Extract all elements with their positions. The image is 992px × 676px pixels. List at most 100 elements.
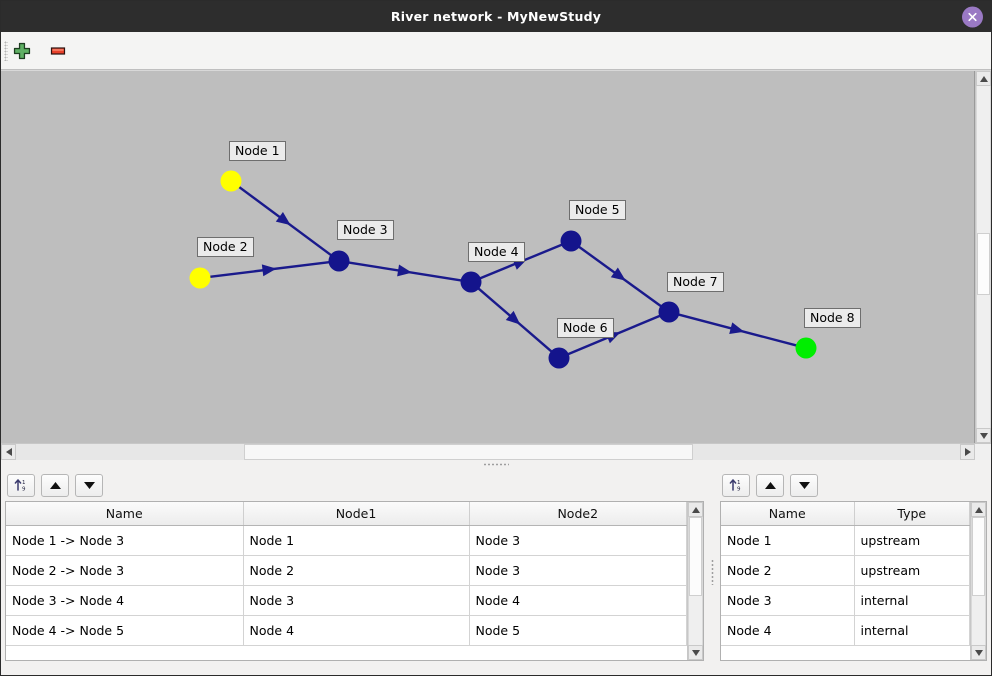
canvas-horizontal-scrollbar[interactable] xyxy=(1,443,991,460)
svg-text:1: 1 xyxy=(22,480,26,486)
svg-text:9: 9 xyxy=(737,487,741,493)
table-cell[interactable]: Node 1 -> Node 3 xyxy=(6,525,244,556)
vertical-splitter[interactable] xyxy=(708,469,716,675)
reaches-scroll-down-icon[interactable] xyxy=(688,645,703,660)
add-plus-icon[interactable] xyxy=(11,40,33,62)
table-cell[interactable]: upstream xyxy=(854,525,970,556)
close-icon[interactable] xyxy=(962,6,983,27)
node-label[interactable]: Node 7 xyxy=(667,272,724,292)
table-cell[interactable]: Node 2 -> Node 3 xyxy=(6,555,244,586)
table-cell[interactable]: Node 4 xyxy=(469,585,687,616)
reaches-column-header[interactable]: Name xyxy=(6,502,244,526)
sort-ascending-icon[interactable]: 1 9 xyxy=(7,473,35,497)
table-cell[interactable]: Node 1 xyxy=(721,525,855,556)
move-down-icon[interactable] xyxy=(75,473,103,497)
move-up-icon[interactable] xyxy=(41,473,69,497)
canvas-vscroll-track[interactable] xyxy=(976,86,991,428)
nodes-scroll-down-icon[interactable] xyxy=(971,645,986,660)
reaches-scroll-up-icon[interactable] xyxy=(688,502,703,517)
horizontal-splitter[interactable] xyxy=(1,460,991,469)
reaches-column-header[interactable]: Node2 xyxy=(469,502,687,526)
nodes-sort-ascending-icon[interactable]: 1 9 xyxy=(722,473,750,497)
node-label[interactable]: Node 6 xyxy=(557,318,614,338)
network-diagram-canvas[interactable]: Node 1 Node 2 Node 3 Node 4 Node 5 Node 6 Node… xyxy=(1,71,975,443)
edge-direction-arrow-icon xyxy=(610,267,626,281)
node-label[interactable]: Node 2 xyxy=(197,237,254,257)
table-cell[interactable]: internal xyxy=(854,585,970,616)
nodes-panel-footer xyxy=(716,661,991,675)
nodes-column-header[interactable]: Name xyxy=(721,502,855,526)
edge-direction-arrow-icon xyxy=(261,264,277,277)
node-label[interactable]: Node 3 xyxy=(337,220,394,240)
scroll-left-icon[interactable] xyxy=(1,444,16,460)
scroll-up-icon[interactable] xyxy=(976,71,991,86)
reaches-vscroll-thumb[interactable] xyxy=(689,517,702,597)
canvas-vertical-scrollbar[interactable] xyxy=(975,71,991,443)
reaches-vscroll-track[interactable] xyxy=(688,517,703,645)
nodes-vertical-scrollbar[interactable] xyxy=(970,502,986,660)
scroll-down-icon[interactable] xyxy=(976,428,991,443)
window-titlebar: River network - MyNewStudy xyxy=(1,1,991,32)
table-cell[interactable]: Node 4 xyxy=(243,615,470,646)
network-node[interactable] xyxy=(560,230,582,252)
scroll-right-icon[interactable] xyxy=(960,444,975,460)
table-cell[interactable]: Node 1 xyxy=(243,525,470,556)
node-label[interactable]: Node 4 xyxy=(468,242,525,262)
nodes-move-up-icon[interactable] xyxy=(756,473,784,497)
delete-minus-icon[interactable] xyxy=(47,40,69,62)
nodes-move-down-icon[interactable] xyxy=(790,473,818,497)
table-cell[interactable]: Node 3 xyxy=(469,525,687,556)
edge-direction-arrow-icon xyxy=(397,264,412,277)
network-node[interactable] xyxy=(460,271,482,293)
table-cell[interactable]: Node 2 xyxy=(243,555,470,586)
reaches-vertical-scrollbar[interactable] xyxy=(687,502,703,660)
canvas-hscroll-thumb[interactable] xyxy=(244,444,693,460)
canvas-hscroll-track[interactable] xyxy=(16,444,960,460)
nodes-column-header[interactable]: Type xyxy=(854,502,970,526)
reaches-column-header[interactable]: Node1 xyxy=(243,502,470,526)
network-node[interactable] xyxy=(328,250,350,272)
reaches-toolbar: 1 9 xyxy=(1,469,708,501)
network-node[interactable] xyxy=(189,267,211,289)
table-cell[interactable]: Node 5 xyxy=(469,615,687,646)
network-node[interactable] xyxy=(548,347,570,369)
table-cell[interactable]: internal xyxy=(854,615,970,646)
table-cell[interactable]: Node 3 xyxy=(721,585,855,616)
table-cell[interactable]: Node 4 xyxy=(721,615,855,646)
network-node[interactable] xyxy=(220,170,242,192)
nodes-vscroll-track[interactable] xyxy=(971,517,986,645)
node-label[interactable]: Node 5 xyxy=(569,200,626,220)
table-cell[interactable]: Node 4 -> Node 5 xyxy=(6,615,244,646)
toolbar-grip[interactable] xyxy=(4,40,8,61)
nodes-scroll-up-icon[interactable] xyxy=(971,502,986,517)
node-label[interactable]: Node 1 xyxy=(229,141,286,161)
table-cell[interactable]: Node 3 xyxy=(243,585,470,616)
table-cell[interactable]: Node 3 xyxy=(469,555,687,586)
network-node[interactable] xyxy=(658,301,680,323)
scrollbar-corner xyxy=(975,444,991,460)
svg-text:1: 1 xyxy=(737,480,741,486)
edge-direction-arrow-icon xyxy=(729,322,745,335)
node-label[interactable]: Node 8 xyxy=(804,308,861,328)
table-cell[interactable]: Node 2 xyxy=(721,555,855,586)
table-cell[interactable]: Node 3 -> Node 4 xyxy=(6,585,244,616)
table-cell[interactable]: upstream xyxy=(854,555,970,586)
network-node[interactable] xyxy=(795,337,817,359)
nodes-vscroll-thumb[interactable] xyxy=(972,517,985,597)
canvas-vscroll-thumb[interactable] xyxy=(977,233,990,295)
